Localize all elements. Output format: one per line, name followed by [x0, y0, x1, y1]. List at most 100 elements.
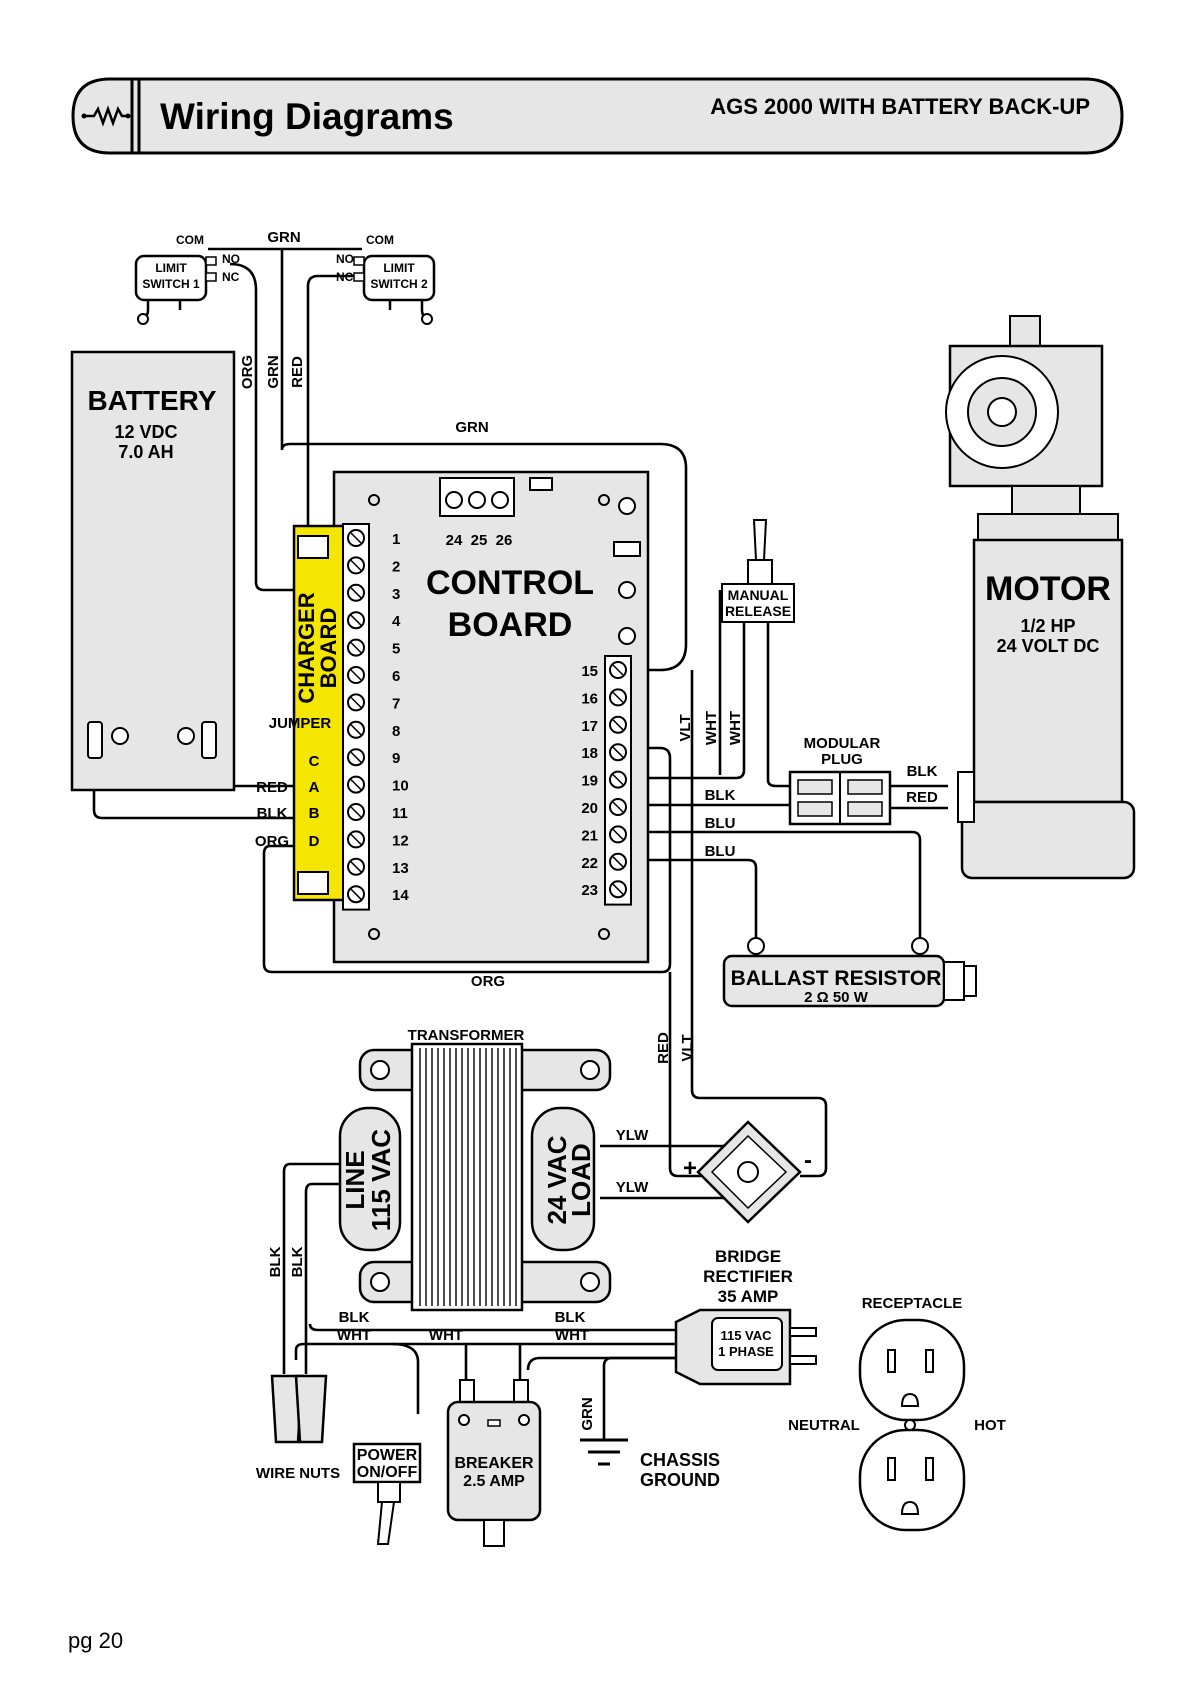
right-terminal-screw-slot-21 [612, 828, 624, 840]
left-terminal-screw-slot-2 [350, 559, 362, 571]
left-terminal-screw-slot-5 [350, 642, 362, 654]
ls1-nc: NC [222, 270, 240, 284]
left-terminal-label-2: 2 [392, 558, 400, 575]
ls2-com: COM [366, 233, 394, 247]
bridge-plus: + [683, 1155, 697, 1182]
right-terminal-label-19: 19 [581, 773, 598, 790]
bridge-line2: RECTIFIER [703, 1267, 793, 1286]
left-terminal-label-7: 7 [392, 695, 400, 712]
wire-label-blk-h2: BLK [555, 1309, 586, 1326]
left-terminal-screw-slot-7 [350, 696, 362, 708]
left-terminal-screw-slot-6 [350, 669, 362, 681]
motor-voltage: 24 VOLT DC [997, 636, 1100, 656]
receptacle-hot: HOT [974, 1417, 1006, 1434]
wire-nuts-label: WIRE NUTS [256, 1465, 340, 1482]
right-terminal-label-17: 17 [581, 718, 598, 735]
ls1-no: NO [222, 252, 240, 266]
transformer-line-1: LINE [340, 1150, 370, 1209]
chassis-ground-line2: GROUND [640, 1470, 720, 1490]
wire-label-red-v2: RED [655, 1032, 672, 1064]
wire-label-wht-v1: WHT [703, 711, 720, 745]
right-terminal-screw-slot-22 [612, 856, 624, 868]
left-terminal-label-13: 13 [392, 860, 409, 877]
right-terminal-label-15: 15 [581, 663, 598, 680]
wire-label-wht-v2: WHT [727, 711, 744, 745]
left-terminal-screw-slot-3 [350, 587, 362, 599]
wire-label-blu-21: BLU [705, 815, 736, 832]
right-terminal-label-16: 16 [581, 690, 598, 707]
left-terminal-screw-slot-12 [350, 833, 362, 845]
left-terminal-label-12: 12 [392, 832, 409, 849]
bridge-line3: 35 AMP [718, 1287, 779, 1306]
battery-capacity: 7.0 AH [118, 442, 173, 462]
wire-label-org-bottom: ORG [471, 973, 505, 990]
wires [92, 247, 948, 1466]
plug-line2: 1 PHASE [718, 1344, 774, 1359]
battery: BATTERY 12 VDC 7.0 AH [70, 350, 236, 792]
ls2-line1: LIMIT [383, 261, 415, 275]
control-board: 24 25 26 CONTROL BOARD [332, 470, 650, 964]
left-terminal-screw-slot-4 [350, 614, 362, 626]
left-terminal-label-6: 6 [392, 668, 400, 685]
charger-pin-c: C [309, 753, 320, 770]
bridge-minus: - [804, 1147, 812, 1174]
page-number: pg 20 [68, 1628, 124, 1653]
charger-board-line1: CHARGER [294, 592, 319, 703]
modular-plug-line2: PLUG [821, 751, 863, 768]
wire-label-blk-v2: BLK [289, 1246, 306, 1277]
right-terminal-screw-slot-17 [612, 719, 624, 731]
left-terminal-label-11: 11 [392, 805, 408, 822]
left-terminal-label-4: 4 [392, 613, 401, 630]
power-switch-line1: POWER [357, 1447, 418, 1464]
top-terminal-24: 24 [446, 532, 463, 549]
bridge-line1: BRIDGE [715, 1247, 781, 1266]
left-terminal-screw-slot-14 [350, 888, 362, 900]
wire-label-ylw-1: YLW [616, 1127, 649, 1144]
modular-plug-line1: MODULAR [804, 735, 881, 752]
receptacle: RECEPTACLE NEUTRAL HOT [788, 1295, 1006, 1532]
ls2-nc: NC [336, 270, 354, 284]
header-subtitle: AGS 2000 WITH BATTERY BACK-UP [710, 94, 1090, 119]
ls2-no: NO [336, 252, 354, 266]
control-board-line1: CONTROL [426, 564, 594, 602]
wire-label-grn-v: GRN [265, 355, 282, 388]
wire-label-red-motor: RED [906, 789, 938, 806]
motor-title: MOTOR [985, 570, 1111, 608]
ballast-resistor-rating: 2 Ω 50 W [804, 989, 869, 1006]
motor: MOTOR 1/2 HP 24 VOLT DC [945, 315, 1136, 880]
left-terminal-screw-slot-13 [350, 861, 362, 873]
manual-release: MANUAL RELEASE [721, 519, 795, 623]
right-terminal-screw-slot-23 [612, 883, 624, 895]
breaker-line2: 2.5 AMP [463, 1473, 525, 1490]
ls1-com: COM [176, 233, 204, 247]
transformer-core [419, 1048, 517, 1306]
wire-label-wht-h2: WHT [429, 1327, 463, 1344]
transformer: TRANSFORMER LINE 115 VAC 24 VAC LOAD [338, 1027, 612, 1312]
receptacle-neutral: NEUTRAL [788, 1417, 860, 1434]
right-terminal-label-20: 20 [581, 800, 598, 817]
receptacle-title: RECEPTACLE [862, 1295, 963, 1312]
wire-label-grn-top: GRN [267, 229, 300, 246]
right-terminal-label-23: 23 [581, 882, 598, 899]
wire-label-vlt-v1: VLT [677, 714, 694, 741]
power-plug: 115 VAC 1 PHASE [674, 1308, 817, 1386]
power-switch-line2: ON/OFF [357, 1464, 418, 1481]
transformer-line-2: 115 VAC [366, 1129, 396, 1231]
wire-label-wht-h3: WHT [555, 1327, 589, 1344]
right-terminal-screw-slot-19 [612, 774, 624, 786]
left-terminal-label-1: 1 [392, 531, 400, 548]
wire-label-blk-motor: BLK [907, 763, 938, 780]
right-terminal-label-21: 21 [581, 827, 598, 844]
left-terminal-label-3: 3 [392, 586, 400, 603]
ballast-resistor-title: BALLAST RESISTOR [731, 967, 942, 990]
battery-title: BATTERY [87, 385, 216, 416]
limit-switch-1: LIMIT SWITCH 1 COM NO NC [134, 233, 240, 325]
wire-label-red-10: RED [256, 779, 288, 796]
left-terminal-label-8: 8 [392, 723, 400, 740]
left-terminal-label-14: 14 [392, 887, 409, 904]
wire-label-blu-22: BLU [705, 843, 736, 860]
battery-voltage: 12 VDC [114, 422, 177, 442]
header-title: Wiring Diagrams [160, 96, 454, 137]
wire-nuts: WIRE NUTS [256, 1374, 340, 1482]
ballast-resistor: BALLAST RESISTOR 2 Ω 50 W [722, 937, 977, 1008]
